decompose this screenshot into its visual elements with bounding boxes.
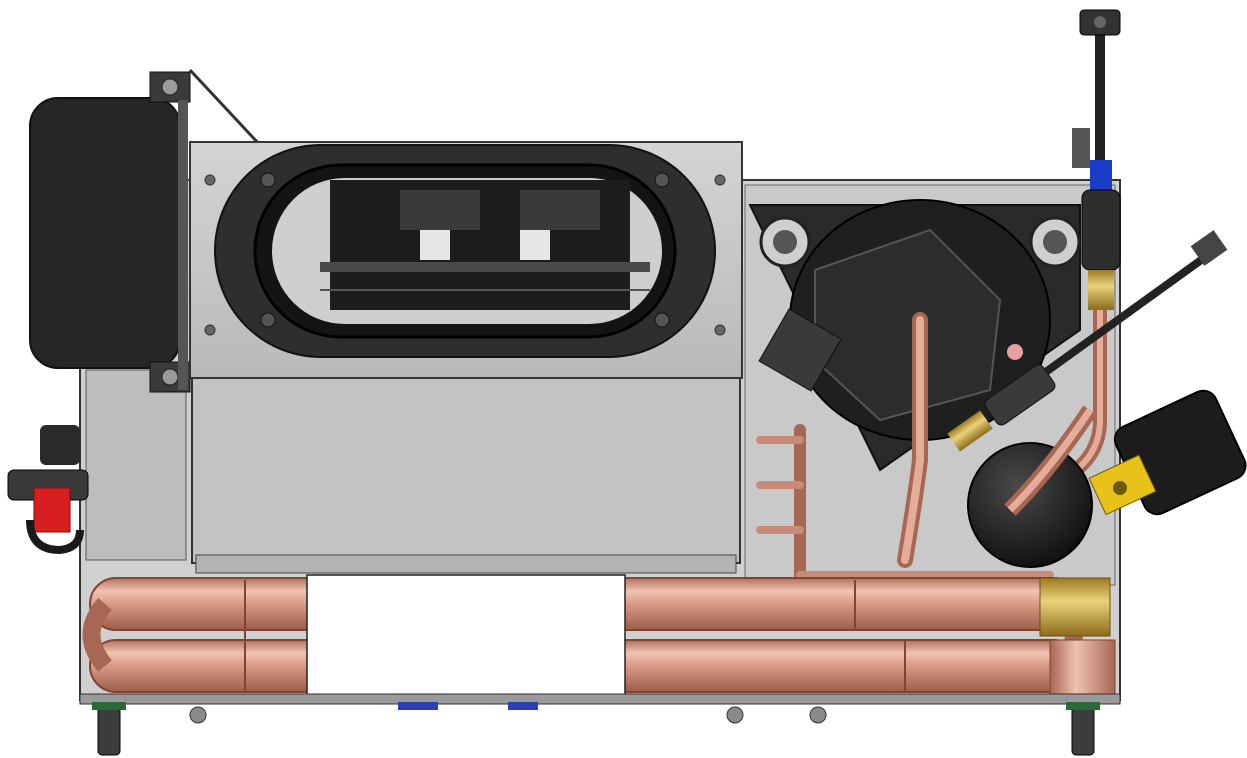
accumulator-tank bbox=[967, 405, 1097, 568]
electrical-box-cover bbox=[29, 68, 262, 393]
pressure-switch bbox=[947, 230, 1228, 452]
rotary-compressor bbox=[758, 199, 1051, 441]
label-panel bbox=[306, 574, 626, 696]
blower-fan-housing bbox=[214, 144, 716, 358]
seawater-valve bbox=[7, 425, 89, 555]
drain-fittings bbox=[79, 693, 1121, 756]
solenoid-valve bbox=[1088, 389, 1247, 516]
service-fitting bbox=[1072, 9, 1121, 310]
